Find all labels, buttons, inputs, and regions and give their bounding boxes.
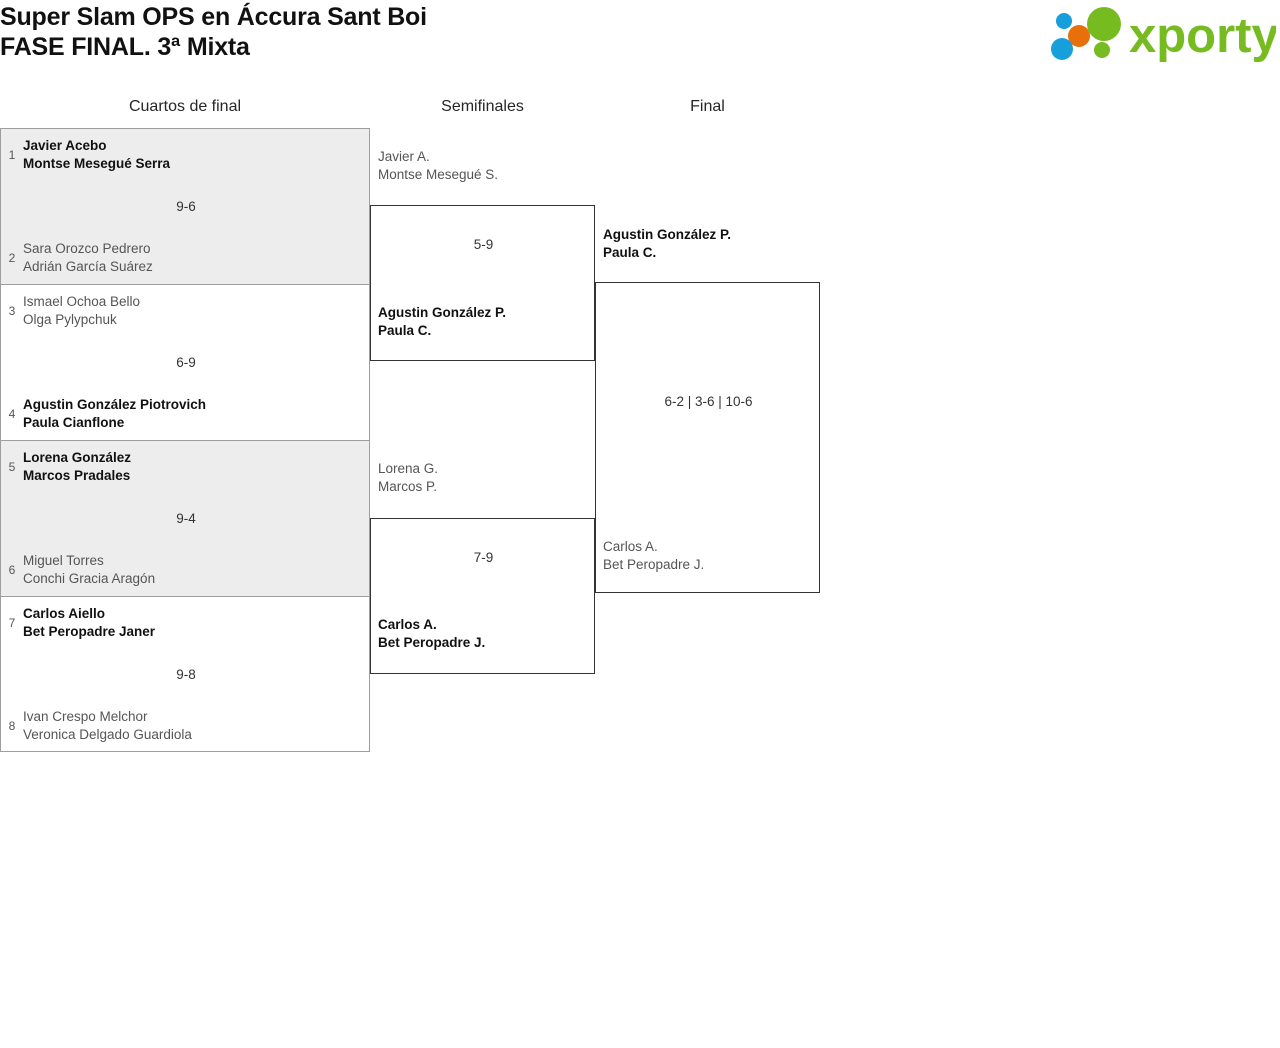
player-name: Agustin González P.	[603, 227, 732, 242]
match-competitor-top[interactable]: 7 Carlos Aiello Bet Peropadre Janer	[1, 605, 371, 641]
competitor-names: Javier Acebo Montse Mesegué Serra	[23, 137, 170, 173]
match-competitor-top[interactable]: Javier A. Montse Mesegué S.	[378, 148, 598, 184]
player-name: Bet Peropadre Janer	[23, 624, 156, 639]
match-competitor-top[interactable]: Lorena G. Marcos P.	[378, 460, 598, 496]
competitor-names: Sara Orozco Pedrero Adrián García Suárez	[23, 240, 153, 276]
player-name: Veronica Delgado Guardiola	[23, 727, 192, 742]
match-semifinal-1[interactable]: 5-9	[370, 205, 595, 361]
player-name: Olga Pylypchuk	[23, 312, 117, 327]
competitor-names: Carlos A. Bet Peropadre J.	[603, 538, 823, 574]
xporty-logo[interactable]: xporty	[1044, 4, 1279, 63]
match-score: 9-8	[176, 667, 196, 682]
seed-number: 7	[8, 616, 16, 630]
seed-number: 4	[8, 407, 16, 421]
player-name: Javier Acebo	[23, 138, 107, 153]
logo-wordmark: xporty	[1129, 9, 1276, 62]
match-score: 5-9	[473, 237, 494, 252]
player-name: Paula Cianflone	[23, 415, 125, 430]
player-name: Conchi Gracia Aragón	[23, 571, 156, 586]
match-competitor-bottom[interactable]: Carlos A. Bet Peropadre J.	[378, 616, 598, 652]
seed-number: 2	[8, 251, 16, 265]
match-competitor-top[interactable]: 1 Javier Acebo Montse Mesegué Serra	[1, 137, 371, 173]
player-name: Bet Peropadre J.	[378, 635, 486, 650]
player-name: Paula C.	[603, 245, 657, 260]
competitor-names: Lorena G. Marcos P.	[378, 460, 598, 496]
match-quarterfinal-3[interactable]: 5 Lorena González Marcos Pradales 9-4 6 …	[0, 440, 370, 596]
player-name: Montse Mesegué S.	[378, 167, 499, 182]
player-name: Agustin González Piotrovich	[23, 397, 207, 412]
player-name: Lorena González	[23, 450, 132, 465]
competitor-names: Agustin González P. Paula C.	[603, 226, 823, 262]
competitor-names: Carlos A. Bet Peropadre J.	[378, 616, 598, 652]
match-competitor-bottom[interactable]: 2 Sara Orozco Pedrero Adrián García Suár…	[1, 240, 371, 276]
competitor-names: Ivan Crespo Melchor Veronica Delgado Gua…	[23, 708, 192, 744]
match-score: 6-2 | 3-6 | 10-6	[664, 394, 753, 409]
competitor-names: Miguel Torres Conchi Gracia Aragón	[23, 552, 155, 588]
match-score: 9-4	[176, 511, 196, 526]
player-name: Agustin González P.	[378, 305, 507, 320]
logo-dots	[1051, 7, 1121, 60]
seed-number: 5	[8, 460, 16, 474]
round-header-quarterfinals: Cuartos de final	[128, 98, 242, 115]
match-score: 9-6	[176, 199, 196, 214]
match-competitor-top[interactable]: Agustin González P. Paula C.	[603, 226, 823, 262]
match-semifinal-2[interactable]: 7-9	[370, 518, 595, 674]
player-name: Adrián García Suárez	[23, 259, 153, 274]
match-quarterfinal-4[interactable]: 7 Carlos Aiello Bet Peropadre Janer 9-8 …	[0, 596, 370, 752]
match-competitor-bottom[interactable]: 8 Ivan Crespo Melchor Veronica Delgado G…	[1, 708, 371, 744]
player-name: Ismael Ochoa Bello	[23, 294, 141, 309]
match-competitor-top[interactable]: 5 Lorena González Marcos Pradales	[1, 449, 371, 485]
player-name: Javier A.	[378, 149, 430, 164]
round-header-semifinals: Semifinales	[441, 98, 524, 115]
match-final[interactable]: 6-2 | 3-6 | 10-6	[595, 282, 820, 593]
seed-number: 6	[8, 563, 16, 577]
player-name: Miguel Torres	[23, 553, 104, 568]
match-quarterfinal-1[interactable]: 1 Javier Acebo Montse Mesegué Serra 9-6 …	[0, 128, 370, 284]
player-name: Carlos Aiello	[23, 606, 106, 621]
player-name: Marcos Pradales	[23, 468, 131, 483]
competitor-names: Javier A. Montse Mesegué S.	[378, 148, 598, 184]
competitor-names: Ismael Ochoa Bello Olga Pylypchuk	[23, 293, 140, 329]
tournament-phase: FASE FINAL. 3ª Mixta	[0, 33, 250, 61]
competitor-names: Lorena González Marcos Pradales	[23, 449, 131, 485]
page-title: Super Slam OPS en Áccura Sant Boi FASE F…	[0, 2, 900, 62]
match-competitor-bottom[interactable]: 4 Agustin González Piotrovich Paula Cian…	[1, 396, 371, 432]
match-score: 7-9	[473, 550, 494, 565]
seed-number: 8	[8, 719, 16, 733]
player-name: Sara Orozco Pedrero	[23, 241, 151, 256]
competitor-names: Agustin González P. Paula C.	[378, 304, 598, 340]
match-quarterfinal-2[interactable]: 3 Ismael Ochoa Bello Olga Pylypchuk 6-9 …	[0, 284, 370, 440]
competitor-names: Agustin González Piotrovich Paula Cianfl…	[23, 396, 206, 432]
player-name: Marcos P.	[378, 479, 438, 494]
player-name: Ivan Crespo Melchor	[23, 709, 148, 724]
match-competitor-bottom[interactable]: Agustin González P. Paula C.	[378, 304, 598, 340]
seed-number: 3	[8, 304, 16, 318]
player-name: Carlos A.	[378, 617, 437, 632]
player-name: Montse Mesegué Serra	[23, 156, 171, 171]
seed-number: 1	[8, 148, 16, 162]
player-name: Carlos A.	[603, 539, 658, 554]
tournament-name: Super Slam OPS en Áccura Sant Boi	[0, 3, 427, 31]
match-competitor-bottom[interactable]: Carlos A. Bet Peropadre J.	[603, 538, 823, 574]
player-name: Bet Peropadre J.	[603, 557, 705, 572]
competitor-names: Carlos Aiello Bet Peropadre Janer	[23, 605, 155, 641]
match-score: 6-9	[176, 355, 196, 370]
match-competitor-bottom[interactable]: 6 Miguel Torres Conchi Gracia Aragón	[1, 552, 371, 588]
player-name: Lorena G.	[378, 461, 439, 476]
round-header-final: Final	[690, 98, 725, 115]
match-competitor-top[interactable]: 3 Ismael Ochoa Bello Olga Pylypchuk	[1, 293, 371, 329]
player-name: Paula C.	[378, 323, 432, 338]
